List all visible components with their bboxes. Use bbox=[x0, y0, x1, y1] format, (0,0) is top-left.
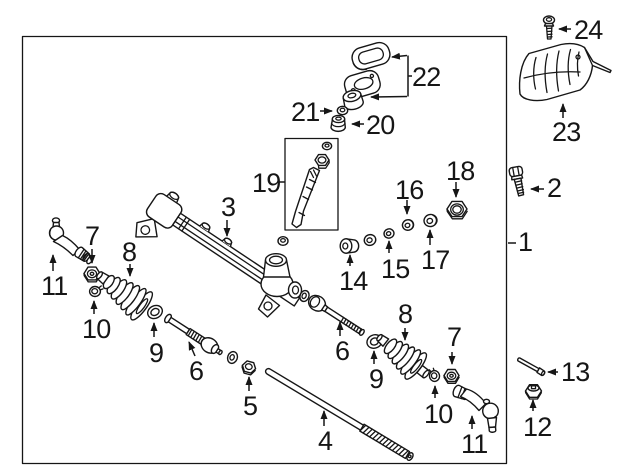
callout-8-right: 8 bbox=[398, 299, 413, 329]
callout-7-right: 7 bbox=[447, 322, 462, 352]
part-9-left-ring bbox=[146, 304, 164, 320]
part-11-left-tie-rod-end bbox=[48, 217, 94, 265]
part-16-bushing bbox=[401, 219, 415, 231]
part-11-right-tie-rod-end bbox=[452, 384, 500, 433]
part-8-left-bellows-boot bbox=[95, 271, 154, 321]
callout-10-left: 10 bbox=[82, 314, 111, 344]
leader-22-bottom bbox=[370, 93, 408, 101]
callout-20: 20 bbox=[366, 110, 395, 140]
callout-13: 13 bbox=[561, 357, 590, 387]
part-6-right-inner-tie-rod bbox=[307, 294, 365, 336]
part-23-heat-shield bbox=[518, 42, 612, 102]
callout-9-left: 9 bbox=[149, 338, 164, 368]
callout-24: 24 bbox=[574, 15, 603, 45]
callout-23: 23 bbox=[552, 117, 581, 147]
callout-18: 18 bbox=[446, 156, 475, 186]
callout-4: 4 bbox=[318, 426, 333, 456]
callout-11-right: 11 bbox=[461, 429, 488, 459]
part-10-right-clip bbox=[428, 367, 441, 383]
callout-6-left: 6 bbox=[189, 356, 204, 386]
callout-10-right: 10 bbox=[424, 399, 453, 429]
callout-7-left: 7 bbox=[85, 221, 100, 251]
callout-12: 12 bbox=[523, 412, 552, 442]
part-4-rack-bar bbox=[264, 367, 414, 461]
part-19-pinion-kit bbox=[291, 141, 333, 229]
part-6-left-inner-tie-rod bbox=[163, 313, 223, 356]
callout-5: 5 bbox=[243, 391, 258, 421]
callout-11-left: 11 bbox=[41, 271, 68, 301]
leader-6-left bbox=[188, 341, 196, 357]
part-18-nut bbox=[446, 200, 468, 220]
callout-19: 19 bbox=[252, 168, 281, 198]
callout-6-right: 6 bbox=[335, 336, 350, 366]
callout-15: 15 bbox=[381, 254, 410, 284]
part-10-left-clip bbox=[88, 285, 104, 298]
callout-22: 22 bbox=[412, 62, 441, 92]
callout-17: 17 bbox=[421, 245, 450, 275]
part-12-castle-nut bbox=[524, 384, 543, 400]
part-grommet bbox=[277, 235, 289, 246]
part-21-washer bbox=[336, 105, 349, 116]
part-13-pin bbox=[517, 357, 546, 377]
part-20-bushing bbox=[330, 114, 346, 133]
part-8-right-bellows-boot bbox=[376, 333, 430, 380]
part-22-cover bbox=[351, 41, 391, 71]
callout-8-left: 8 bbox=[122, 237, 137, 267]
part-17-bushing bbox=[423, 213, 438, 228]
callout-16: 16 bbox=[395, 175, 424, 205]
part-14-mount-bushing bbox=[339, 238, 360, 254]
part-24-bolt bbox=[542, 15, 556, 40]
part-5-nut bbox=[241, 360, 257, 376]
leader-22-top bbox=[391, 52, 408, 60]
part-7-right-nut bbox=[443, 368, 460, 385]
part-washer-unlabeled bbox=[363, 233, 377, 247]
part-15-washer bbox=[383, 228, 395, 239]
callout-21: 21 bbox=[291, 97, 320, 127]
callout-2: 2 bbox=[547, 173, 562, 203]
callout-9-right: 9 bbox=[369, 364, 384, 394]
part-washer-left-unlabeled bbox=[226, 350, 239, 365]
callout-1: 1 bbox=[518, 227, 533, 257]
callout-3: 3 bbox=[221, 192, 236, 222]
callout-14: 14 bbox=[339, 266, 368, 296]
part-2-bolt bbox=[508, 165, 525, 197]
leader-lines bbox=[49, 25, 571, 429]
diagram-border-box bbox=[21, 35, 508, 465]
part-3-rack-housing bbox=[135, 191, 303, 318]
part-washer-right-unlabeled bbox=[299, 289, 310, 303]
part-19-box bbox=[284, 137, 339, 231]
